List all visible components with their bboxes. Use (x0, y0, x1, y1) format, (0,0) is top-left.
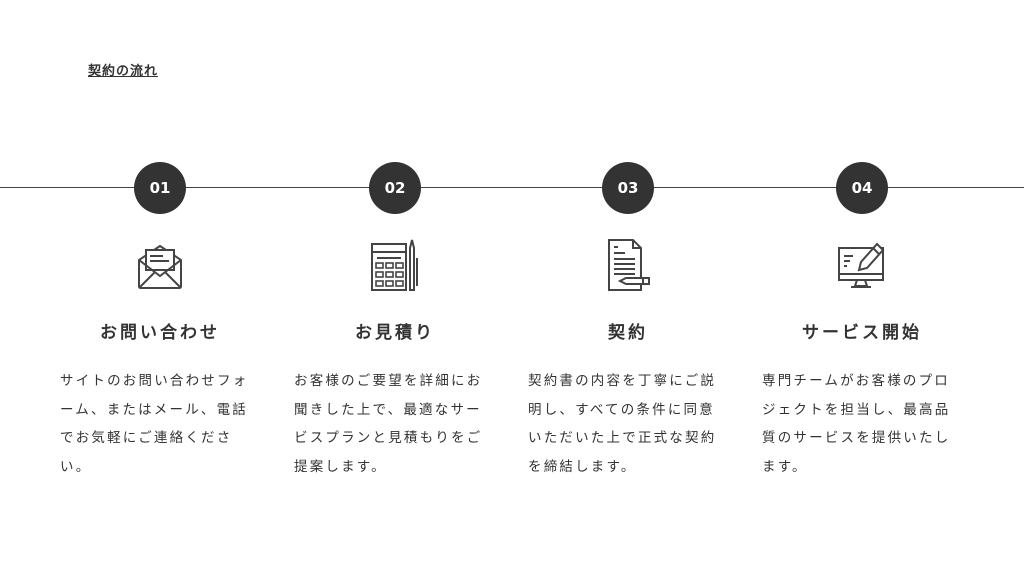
step-title: お見積り (355, 323, 435, 343)
step-number-badge: 03 (602, 162, 654, 214)
step-description: 契約書の内容を丁寧にご説明し、すべての条件に同意いただいた上で正式な契約を締結し… (528, 373, 717, 475)
step-title: お問い合わせ (100, 323, 220, 343)
calculator-icon (371, 239, 418, 291)
timeline-line (0, 187, 1024, 188)
envelope-icon (138, 244, 182, 289)
section-heading: 契約の流れ (88, 64, 159, 79)
step-number-badge: 02 (369, 162, 421, 214)
step-description: サイトのお問い合わせフォーム、またはメール、電話でお気軽にご連絡ください。 (60, 373, 249, 475)
step-number-badge: 01 (134, 162, 186, 214)
step-description: お客様のご要望を詳細にお聞きした上で、最適なサービスプランと見積もりをご提案しま… (294, 373, 483, 475)
step-description: 専門チームがお客様のプロジェクトを担当し、最高品質のサービスを提供いたします。 (762, 373, 951, 475)
step-title: 契約 (608, 323, 648, 343)
step-title: サービス開始 (802, 323, 922, 343)
monitor-edit-icon (838, 242, 885, 288)
step-number-badge: 04 (836, 162, 888, 214)
contract-document-icon (608, 239, 650, 291)
